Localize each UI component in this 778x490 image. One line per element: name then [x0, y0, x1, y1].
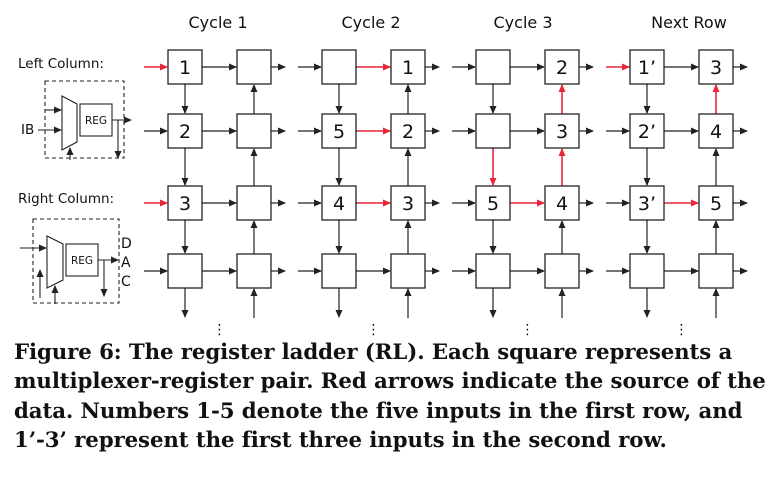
mux-register-cell	[544, 185, 580, 221]
mux-register-cell	[236, 49, 272, 85]
cell-label: 3	[556, 121, 568, 143]
cell-label: 3	[710, 57, 722, 79]
mux-register-cell	[390, 113, 426, 149]
mux-register-cell	[475, 49, 511, 85]
cell-label: 1’	[638, 57, 656, 79]
mux-register-cell	[167, 185, 203, 221]
mux-register-cell	[544, 113, 580, 149]
mux-register-cell	[236, 253, 272, 289]
cell-label: 3	[179, 193, 191, 215]
mux-register-cell	[475, 253, 511, 289]
mux-register-cell	[698, 253, 734, 289]
column-title-next-row: Next Row	[651, 13, 727, 32]
mux-register-cell	[390, 253, 426, 289]
mux-register-cell	[629, 253, 665, 289]
right-column-dashed-box	[32, 218, 120, 304]
cell-label: 2’	[638, 121, 656, 143]
mux-register-cell	[698, 49, 734, 85]
register-ladder-diagram: Cycle 1 Cycle 2 Cycle 3 Next Row Left Co…	[18, 13, 748, 338]
right-column-reg-label: REG	[71, 255, 93, 267]
cell-label: 2	[179, 121, 191, 143]
mux-register-cell	[167, 49, 203, 85]
column-title-cycle-1: Cycle 1	[189, 13, 248, 32]
cell-label: 1	[179, 57, 191, 79]
mux-register-cell	[544, 253, 580, 289]
cell-label: 4	[556, 193, 568, 215]
mux-register-cell	[629, 113, 665, 149]
right-column-title: Right Column:	[18, 191, 114, 207]
cell-label: 4	[710, 121, 722, 143]
continuation-ellipsis: ⋮	[213, 322, 227, 338]
continuation-ellipsis: ⋮	[675, 322, 689, 338]
continuation-ellipsis: ⋮	[521, 322, 535, 338]
mux-register-cell	[321, 253, 357, 289]
right-column-mux	[46, 235, 64, 289]
left-column-reg-label: REG	[85, 115, 107, 127]
column-title-cycle-2: Cycle 2	[342, 13, 401, 32]
left-column-legend: Left Column: REG IB	[18, 56, 132, 160]
mux-register-cell	[321, 185, 357, 221]
right-column-output-d: D	[121, 236, 132, 252]
mux-register-cell	[475, 185, 511, 221]
mux-register-cell	[475, 113, 511, 149]
cell-label: 4	[333, 193, 345, 215]
cell-label: 5	[710, 193, 722, 215]
mux-register-cell	[236, 185, 272, 221]
column-title-cycle-3: Cycle 3	[494, 13, 553, 32]
mux-register-cell	[629, 49, 665, 85]
cell-label: 5	[333, 121, 345, 143]
mux-register-cell	[167, 113, 203, 149]
cell-label: 2	[402, 121, 414, 143]
left-column-mux	[61, 95, 78, 151]
left-column-title: Left Column:	[18, 56, 104, 72]
cell-label: 2	[556, 57, 568, 79]
ladder-grid: 1 2 3 ⋮ 1 5 2 4 3 ⋮ 2 3 5 4 ⋮ 1’ 3 2’ 4 3’ 5 ⋮	[144, 49, 748, 338]
mux-register-cell	[321, 49, 357, 85]
mux-register-cell	[321, 113, 357, 149]
mux-register-cell	[390, 185, 426, 221]
mux-register-cell	[236, 113, 272, 149]
mux-register-cell	[167, 253, 203, 289]
continuation-ellipsis: ⋮	[367, 322, 381, 338]
cell-label: 3	[402, 193, 414, 215]
mux-register-cell	[698, 113, 734, 149]
right-column-output-a: A	[121, 255, 131, 271]
figure-caption: Figure 6: The register ladder (RL). Each…	[14, 340, 766, 454]
mux-register-cell	[629, 185, 665, 221]
right-column-output-c: C	[121, 274, 131, 290]
right-column-legend: Right Column: REG D A C	[18, 191, 132, 304]
mux-register-cell	[698, 185, 734, 221]
mux-register-cell	[390, 49, 426, 85]
cell-label: 5	[487, 193, 499, 215]
right-column-reg-box	[65, 243, 99, 277]
left-column-reg-box	[79, 103, 113, 137]
cell-label: 3’	[638, 193, 656, 215]
mux-register-cell	[544, 49, 580, 85]
left-column-ib-label: IB	[21, 122, 34, 138]
cell-label: 1	[402, 57, 414, 79]
left-column-dashed-box	[44, 80, 125, 159]
